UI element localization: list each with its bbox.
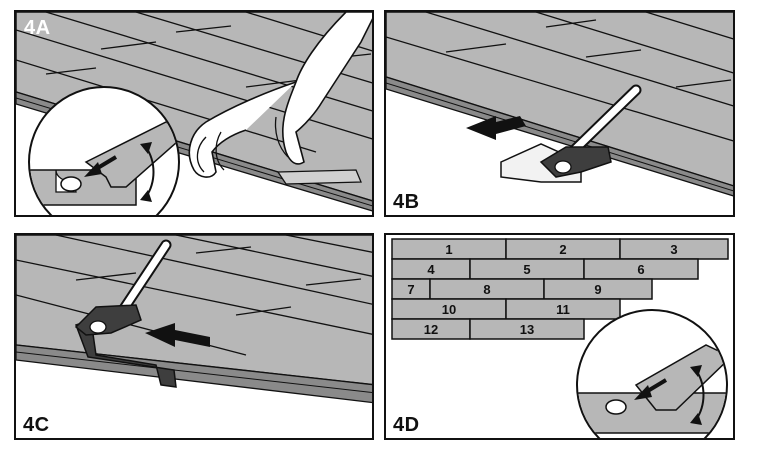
floor-surface (386, 12, 733, 187)
plank-number: 4 (427, 262, 435, 277)
plank-number: 3 (670, 242, 677, 257)
plank-number: 1 (445, 242, 452, 257)
push-arrow-icon (466, 116, 526, 140)
plank-number: 12 (424, 322, 438, 337)
panel-4a-illustration (16, 12, 372, 215)
panel-4c-illustration (16, 235, 372, 404)
plank-number: 10 (442, 302, 456, 317)
panel-4c: 4C (14, 233, 374, 440)
floor-surface (16, 235, 372, 386)
plank-number: 13 (520, 322, 534, 337)
loose-plank (276, 169, 362, 185)
plank-number: 5 (523, 262, 530, 277)
panel-4c-label: 4C (23, 414, 50, 436)
panel-4a: 4A (14, 10, 374, 217)
panel-4d-label: 4D (393, 414, 420, 436)
panel-4b-label: 4B (393, 191, 420, 213)
plank-number: 6 (637, 262, 644, 277)
plank (469, 318, 585, 340)
panel-4a-label: 4A (24, 17, 51, 39)
push-arrow-icon (145, 323, 210, 347)
hand (282, 12, 372, 165)
plank-number: 9 (594, 282, 601, 297)
plank-number: 7 (407, 282, 414, 297)
panel-4b: 4B (384, 10, 735, 217)
plank-seams (386, 12, 733, 142)
panel-4b-illustration (386, 12, 733, 197)
floor-surface (16, 12, 372, 202)
magnifier-circle (576, 309, 728, 438)
magnifier-circle (28, 86, 180, 215)
tool-handle (117, 241, 170, 317)
plank-number: 2 (559, 242, 566, 257)
plank-number: 11 (556, 302, 570, 317)
plank-number: 8 (483, 282, 490, 297)
